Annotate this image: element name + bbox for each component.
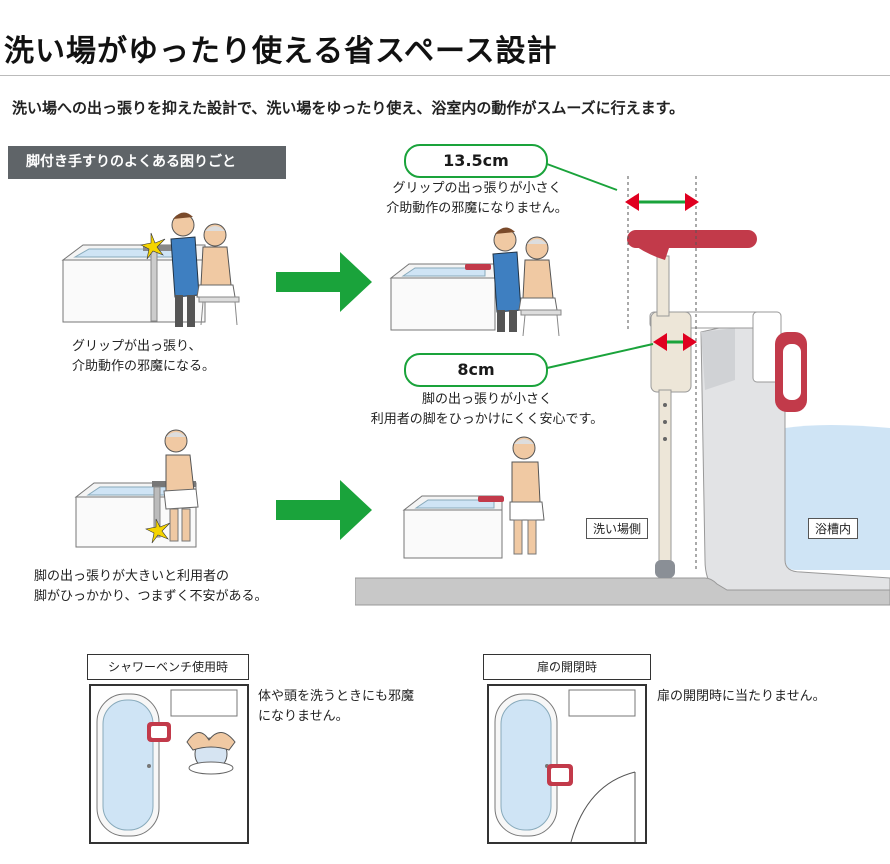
handrail-cross-section — [355, 163, 890, 606]
solution-illustration-leg — [402, 436, 545, 559]
door-floorplan — [487, 684, 647, 844]
solution-illustration-grip — [389, 227, 562, 337]
problem-illustration-grip — [61, 212, 240, 327]
leg-measure-pill: 8cm — [404, 353, 548, 387]
scenario-door-desc: 扉の開閉時に当たりません。 — [657, 689, 826, 704]
scenario-shower-label: シャワーベンチ使用時 — [87, 654, 249, 680]
shower-floorplan — [89, 684, 249, 844]
arrow-right-icon — [276, 252, 372, 312]
arrow-right-icon — [276, 480, 372, 540]
title-divider — [0, 75, 890, 76]
page-title: 洗い場がゆったり使える省スペース設計 — [4, 34, 558, 69]
tub-side-label: 浴槽内 — [808, 518, 859, 539]
problem-note-1: グリップが出っ張り、 介助動作の邪魔になる。 — [72, 339, 216, 374]
grip-measure-note: グリップの出っ張りが小さく 介助動作の邪魔になりません。 — [386, 181, 568, 216]
problem-tag: 脚付き手すりのよくある困りごと — [8, 146, 286, 179]
leg-measure-note: 脚の出っ張りが小さく 利用者の脚をひっかけにくく安心です。 — [370, 392, 604, 427]
problem-illustration-leg — [74, 429, 199, 548]
grip-measure-pill: 13.5cm — [404, 144, 548, 178]
problem-note-2: 脚の出っ張りが大きいと利用者の 脚がひっかかり、つまずく不安がある。 — [34, 569, 268, 604]
lead-text: 洗い場への出っ張りを抑えた設計で、洗い場をゆったり使え、浴室内の動作がスムーズに… — [12, 99, 685, 117]
wash-side-label: 洗い場側 — [586, 518, 649, 539]
scenario-door-label: 扉の開閉時 — [483, 654, 651, 680]
scenario-shower-desc: 体や頭を洗うときにも邪魔 になりません。 — [258, 689, 415, 724]
